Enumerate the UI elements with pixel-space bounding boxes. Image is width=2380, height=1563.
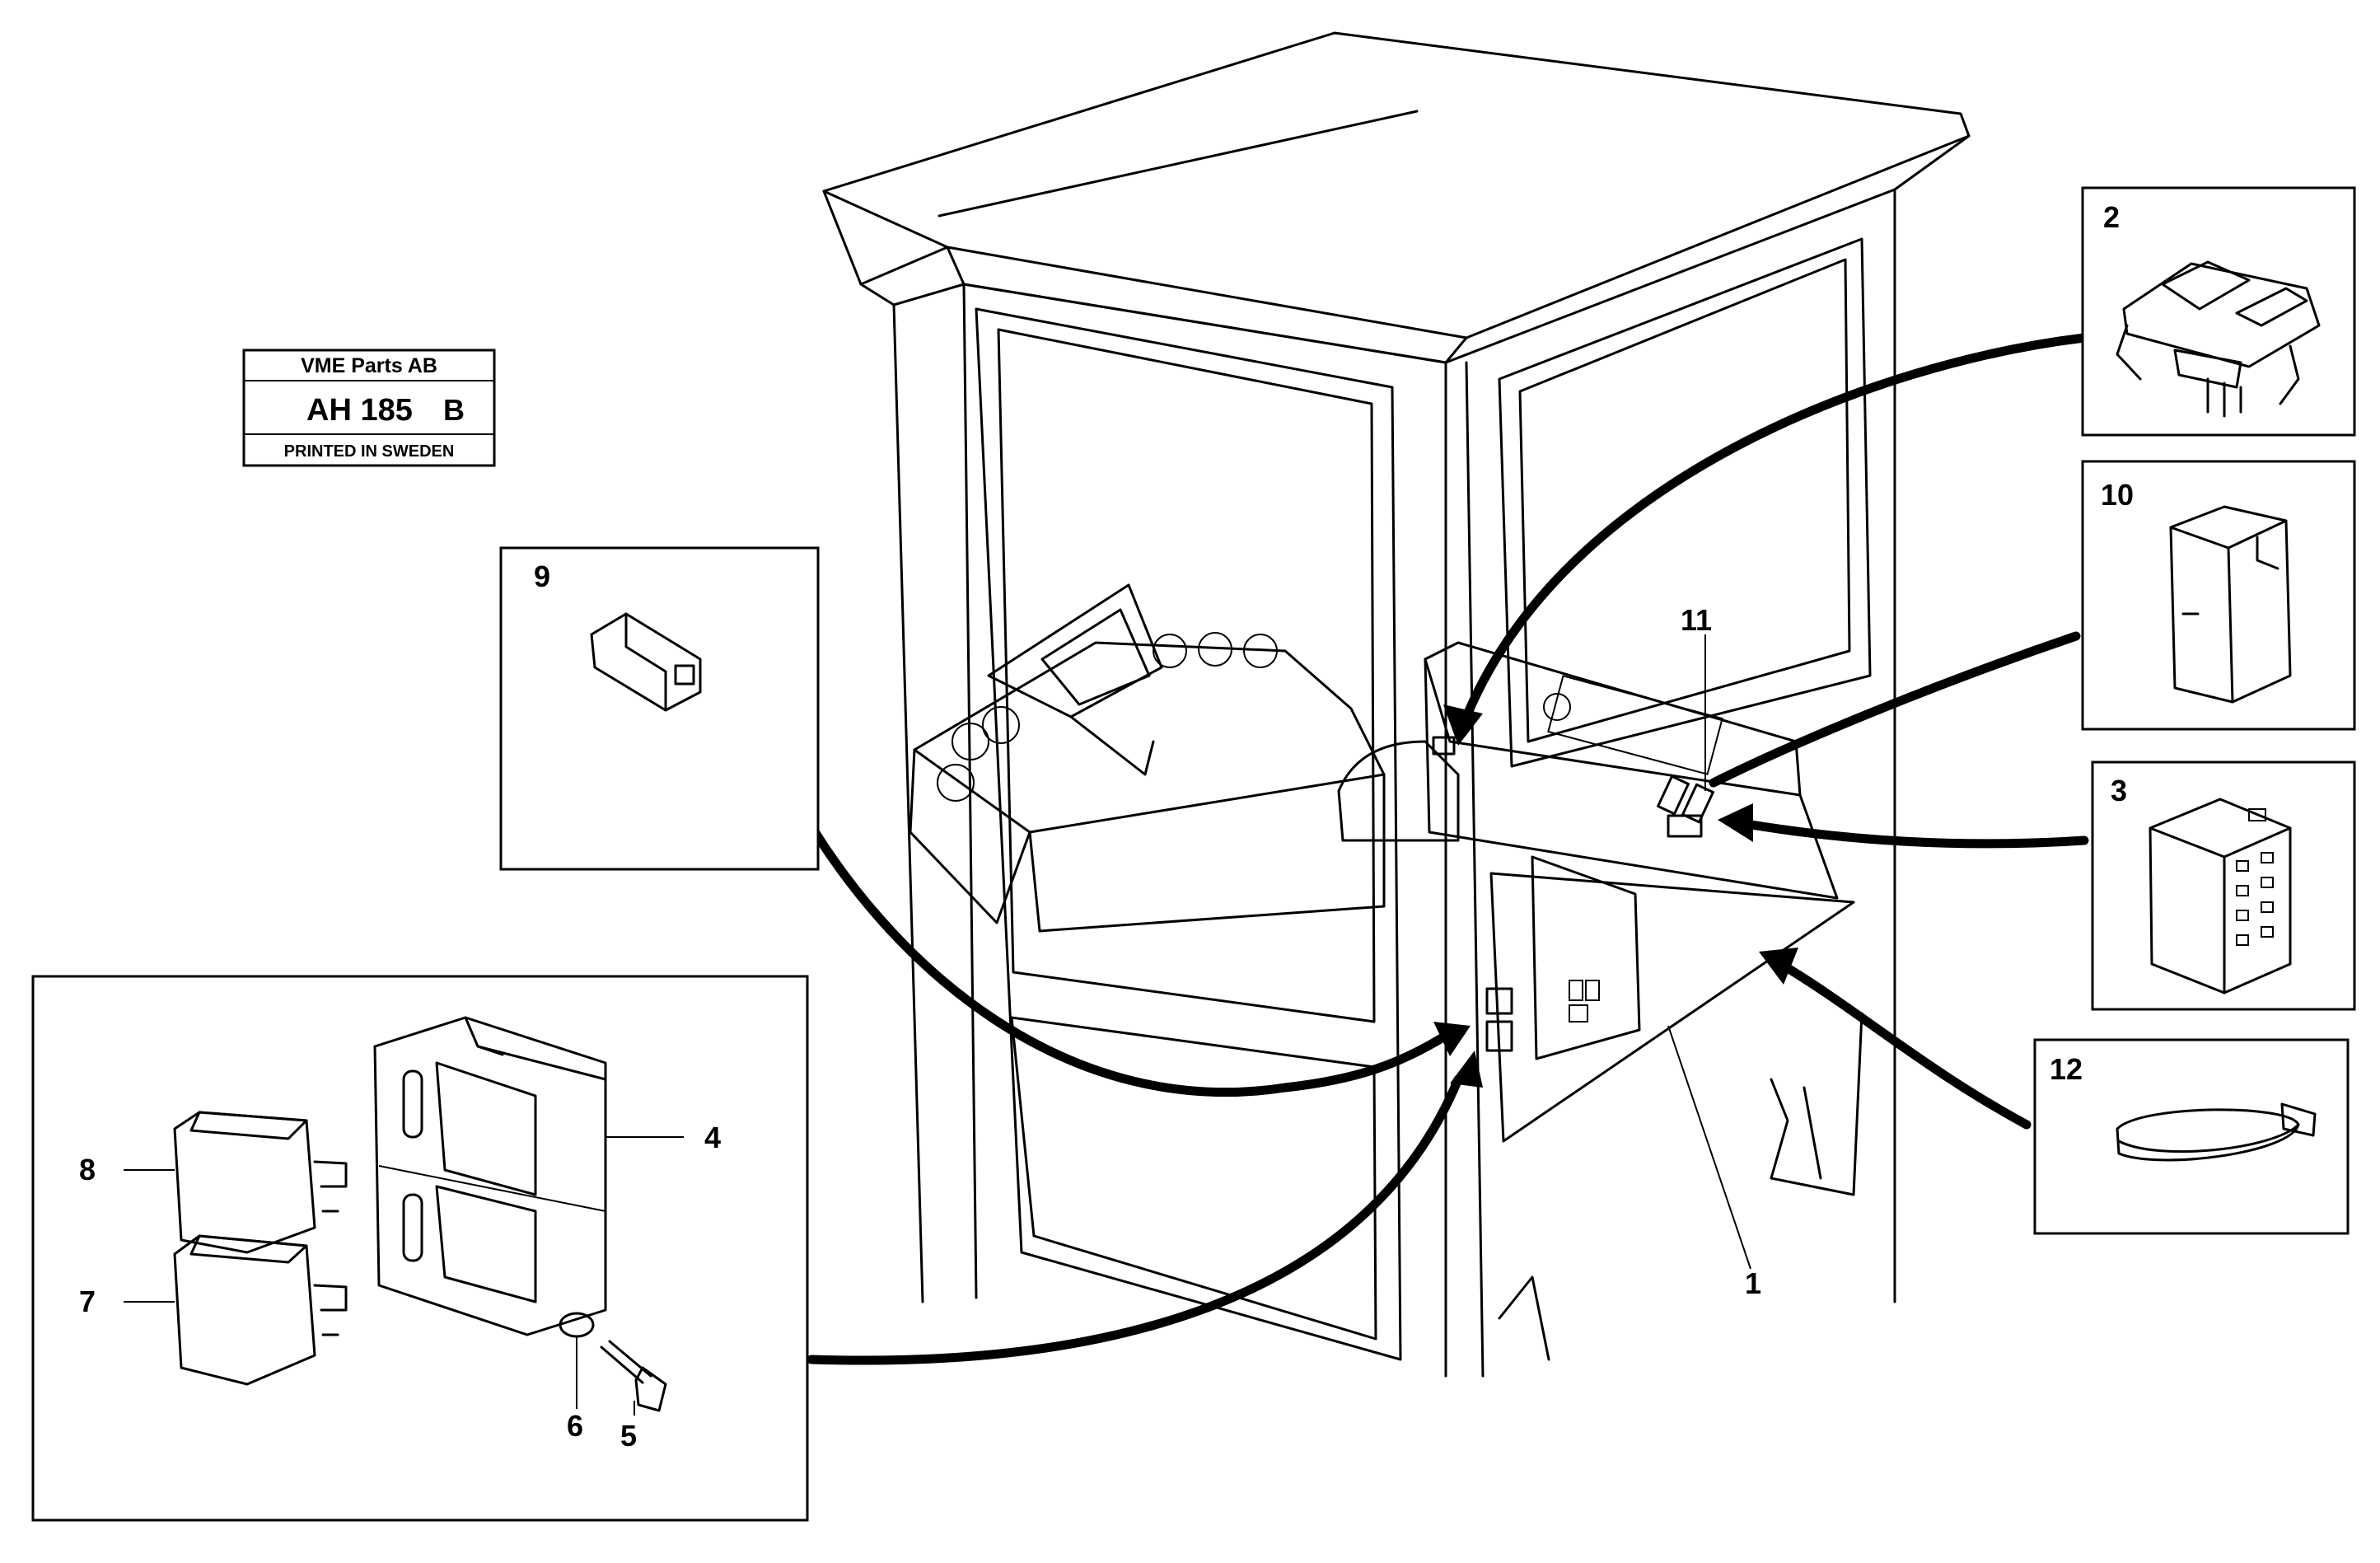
callout-9: 9 (534, 559, 550, 593)
pointer-lines (786, 333, 2089, 1365)
cable-tie-icon (2116, 1102, 2317, 1162)
connector-icon (590, 612, 702, 712)
title-stamp: VME Parts AB AH 185 B PRINTED IN SWEDEN (242, 349, 496, 467)
callout-4: 4 (704, 1121, 721, 1154)
relay-10-icon (2169, 505, 2292, 704)
callout-10: 10 (2101, 478, 2134, 512)
inset-box-9 (499, 546, 820, 871)
leader-1 (1667, 1025, 1751, 1270)
callout-7: 7 (79, 1285, 96, 1318)
screw-icon (600, 1340, 667, 1412)
inset-box-10 (2081, 460, 2356, 731)
stamp-revision: B (443, 393, 465, 427)
cab-illustration (822, 31, 1971, 1378)
inset-box-12 (2033, 1038, 2350, 1235)
relay-holder-icon (373, 1016, 607, 1336)
callout-6: 6 (567, 1409, 583, 1443)
inset-box-2 (2081, 186, 2356, 437)
callout-1: 1 (1745, 1266, 1761, 1300)
stamp-company: VME Parts AB (301, 354, 437, 377)
callout-2: 2 (2103, 200, 2120, 234)
callout-8: 8 (79, 1153, 96, 1186)
stamp-code: AH 185 (306, 393, 413, 428)
callout-11: 11 (1681, 603, 1712, 637)
inset-box-3 (2091, 760, 2356, 1011)
connector-3-icon (2149, 798, 2292, 994)
callout-3: 3 (2111, 774, 2127, 807)
callout-5: 5 (620, 1419, 637, 1453)
callout-12: 12 (2050, 1052, 2083, 1086)
relay-7-icon (173, 1234, 348, 1386)
stamp-footer: PRINTED IN SWEDEN (284, 442, 455, 461)
inset-box-relays (31, 975, 809, 1522)
relay-8-icon (173, 1111, 348, 1254)
rocker-switch-icon (2116, 260, 2321, 418)
